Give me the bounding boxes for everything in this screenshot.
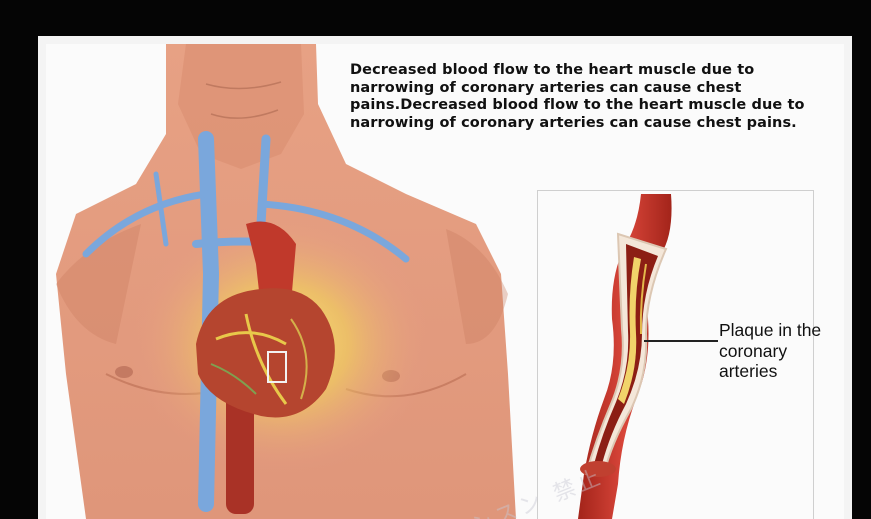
plaque-leader-line	[644, 340, 718, 342]
illustration-canvas: Decreased blood flow to the heart muscle…	[46, 44, 844, 519]
caption-text: Decreased blood flow to the heart muscle…	[350, 62, 830, 132]
plaque-label: Plaque in the coronary arteries	[719, 320, 829, 382]
